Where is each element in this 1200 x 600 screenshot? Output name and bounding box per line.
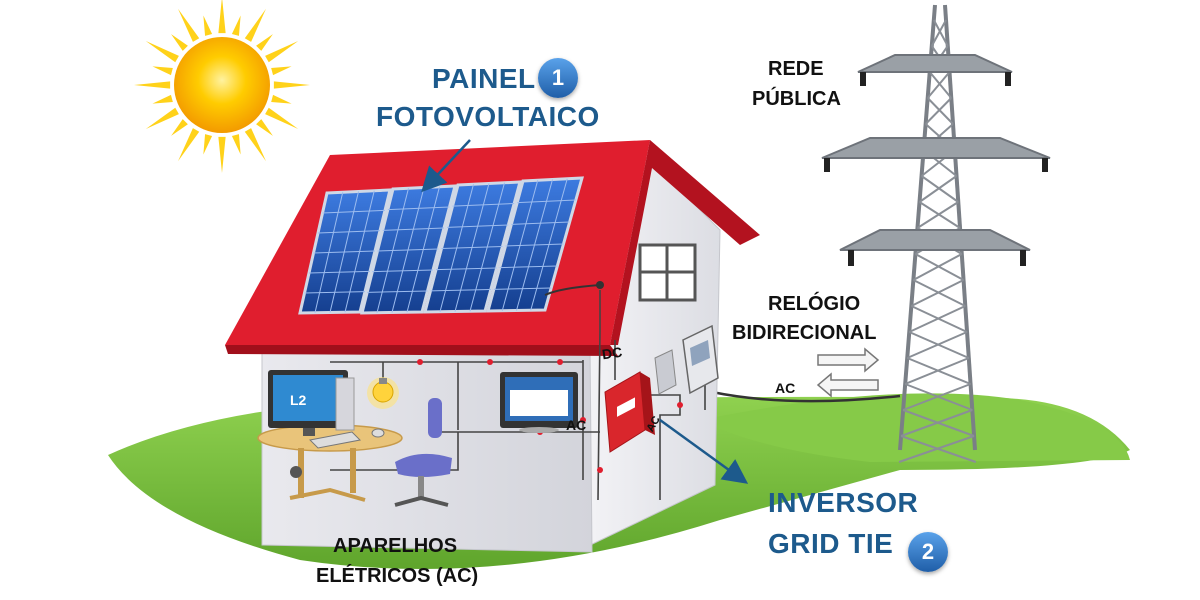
ac-line-label: AC (775, 380, 796, 396)
grid-label-line1: REDE (768, 58, 824, 80)
keyboard (308, 431, 362, 449)
appliances-label-line2: ELÉTRICOS (AC) (316, 565, 479, 587)
monitor-logo: L2 (290, 392, 307, 408)
bidirectional-arrows-icon (816, 347, 880, 398)
panel-cell-line (501, 180, 539, 311)
sun-ray (134, 81, 171, 89)
office-chair (394, 398, 452, 507)
sun-icon (134, 0, 310, 173)
solar-panels (298, 176, 585, 315)
appliances-label-line1: APARELHOS (333, 535, 458, 557)
sun-ray (171, 119, 188, 136)
grass-right-hill (700, 393, 1130, 462)
panel-step-badge: 1 (538, 58, 578, 98)
sun-ray (244, 8, 266, 42)
panel-label-line1: PAINEL (432, 63, 536, 94)
grid-label-line2: PÚBLICA (752, 88, 841, 110)
sun-ray (145, 107, 179, 129)
panel-cell-line (391, 187, 425, 313)
sun-ray (244, 128, 266, 162)
inverter-step-badge: 2 (908, 532, 948, 572)
wall-socket (290, 466, 302, 478)
ac-grid-cable (711, 390, 901, 403)
sun-ray (178, 128, 200, 162)
panel-cell-line (454, 183, 490, 312)
sun-ray (152, 66, 173, 76)
sun-ray (152, 94, 173, 104)
bidirectional-meter-icon (682, 324, 719, 395)
sun-ray (218, 136, 226, 173)
sun-ray (265, 107, 299, 129)
inverter-arrow (659, 418, 749, 484)
panel-cell-line (516, 179, 553, 311)
panel-cell-line (439, 184, 474, 312)
sun-ray (256, 34, 273, 51)
sun-ray (273, 81, 310, 89)
sun-ray (203, 15, 213, 36)
sun-ray (231, 15, 241, 36)
inverter-label-line1: INVERSOR (768, 487, 919, 518)
panel-arrow (421, 139, 471, 193)
panel-label-line2: FOTOVOLTAICO (376, 101, 600, 132)
sun-ray (171, 34, 188, 51)
panel-cell-line (329, 191, 359, 313)
dc-label: DC (600, 343, 624, 363)
junction-box (654, 349, 677, 395)
meter-label-line2: BIDIRECIONAL (732, 322, 877, 344)
ac-house-label: AC (566, 417, 587, 433)
sun-ray (178, 8, 200, 42)
inverter-icon (604, 371, 655, 453)
panel-cell-line (406, 186, 440, 313)
gable-window (638, 243, 697, 302)
transmission-tower-icon (821, 4, 1051, 463)
panel-cell-line (376, 188, 409, 313)
sun-ray (256, 119, 273, 136)
roof-gable-edge (610, 140, 760, 345)
sun-ray (231, 134, 241, 155)
inverter-label-line2: GRID TIE (768, 528, 894, 559)
meter-label-line1: RELÓGIO (768, 293, 861, 315)
sun-ray (218, 0, 226, 34)
panel-cell-line (469, 182, 505, 312)
sun-ray (265, 41, 299, 63)
panel-cell-line (314, 192, 344, 313)
panel-cell-line (344, 190, 375, 313)
insulator-icons (824, 72, 1048, 266)
sun-ray (271, 94, 292, 104)
sun-ray (145, 41, 179, 63)
panel-cell-line (530, 178, 568, 311)
lamp-icon (367, 377, 399, 409)
sun-ray (203, 134, 213, 155)
sun-ray (271, 66, 292, 76)
wall-tv (500, 372, 578, 433)
panel-cable (544, 284, 601, 296)
